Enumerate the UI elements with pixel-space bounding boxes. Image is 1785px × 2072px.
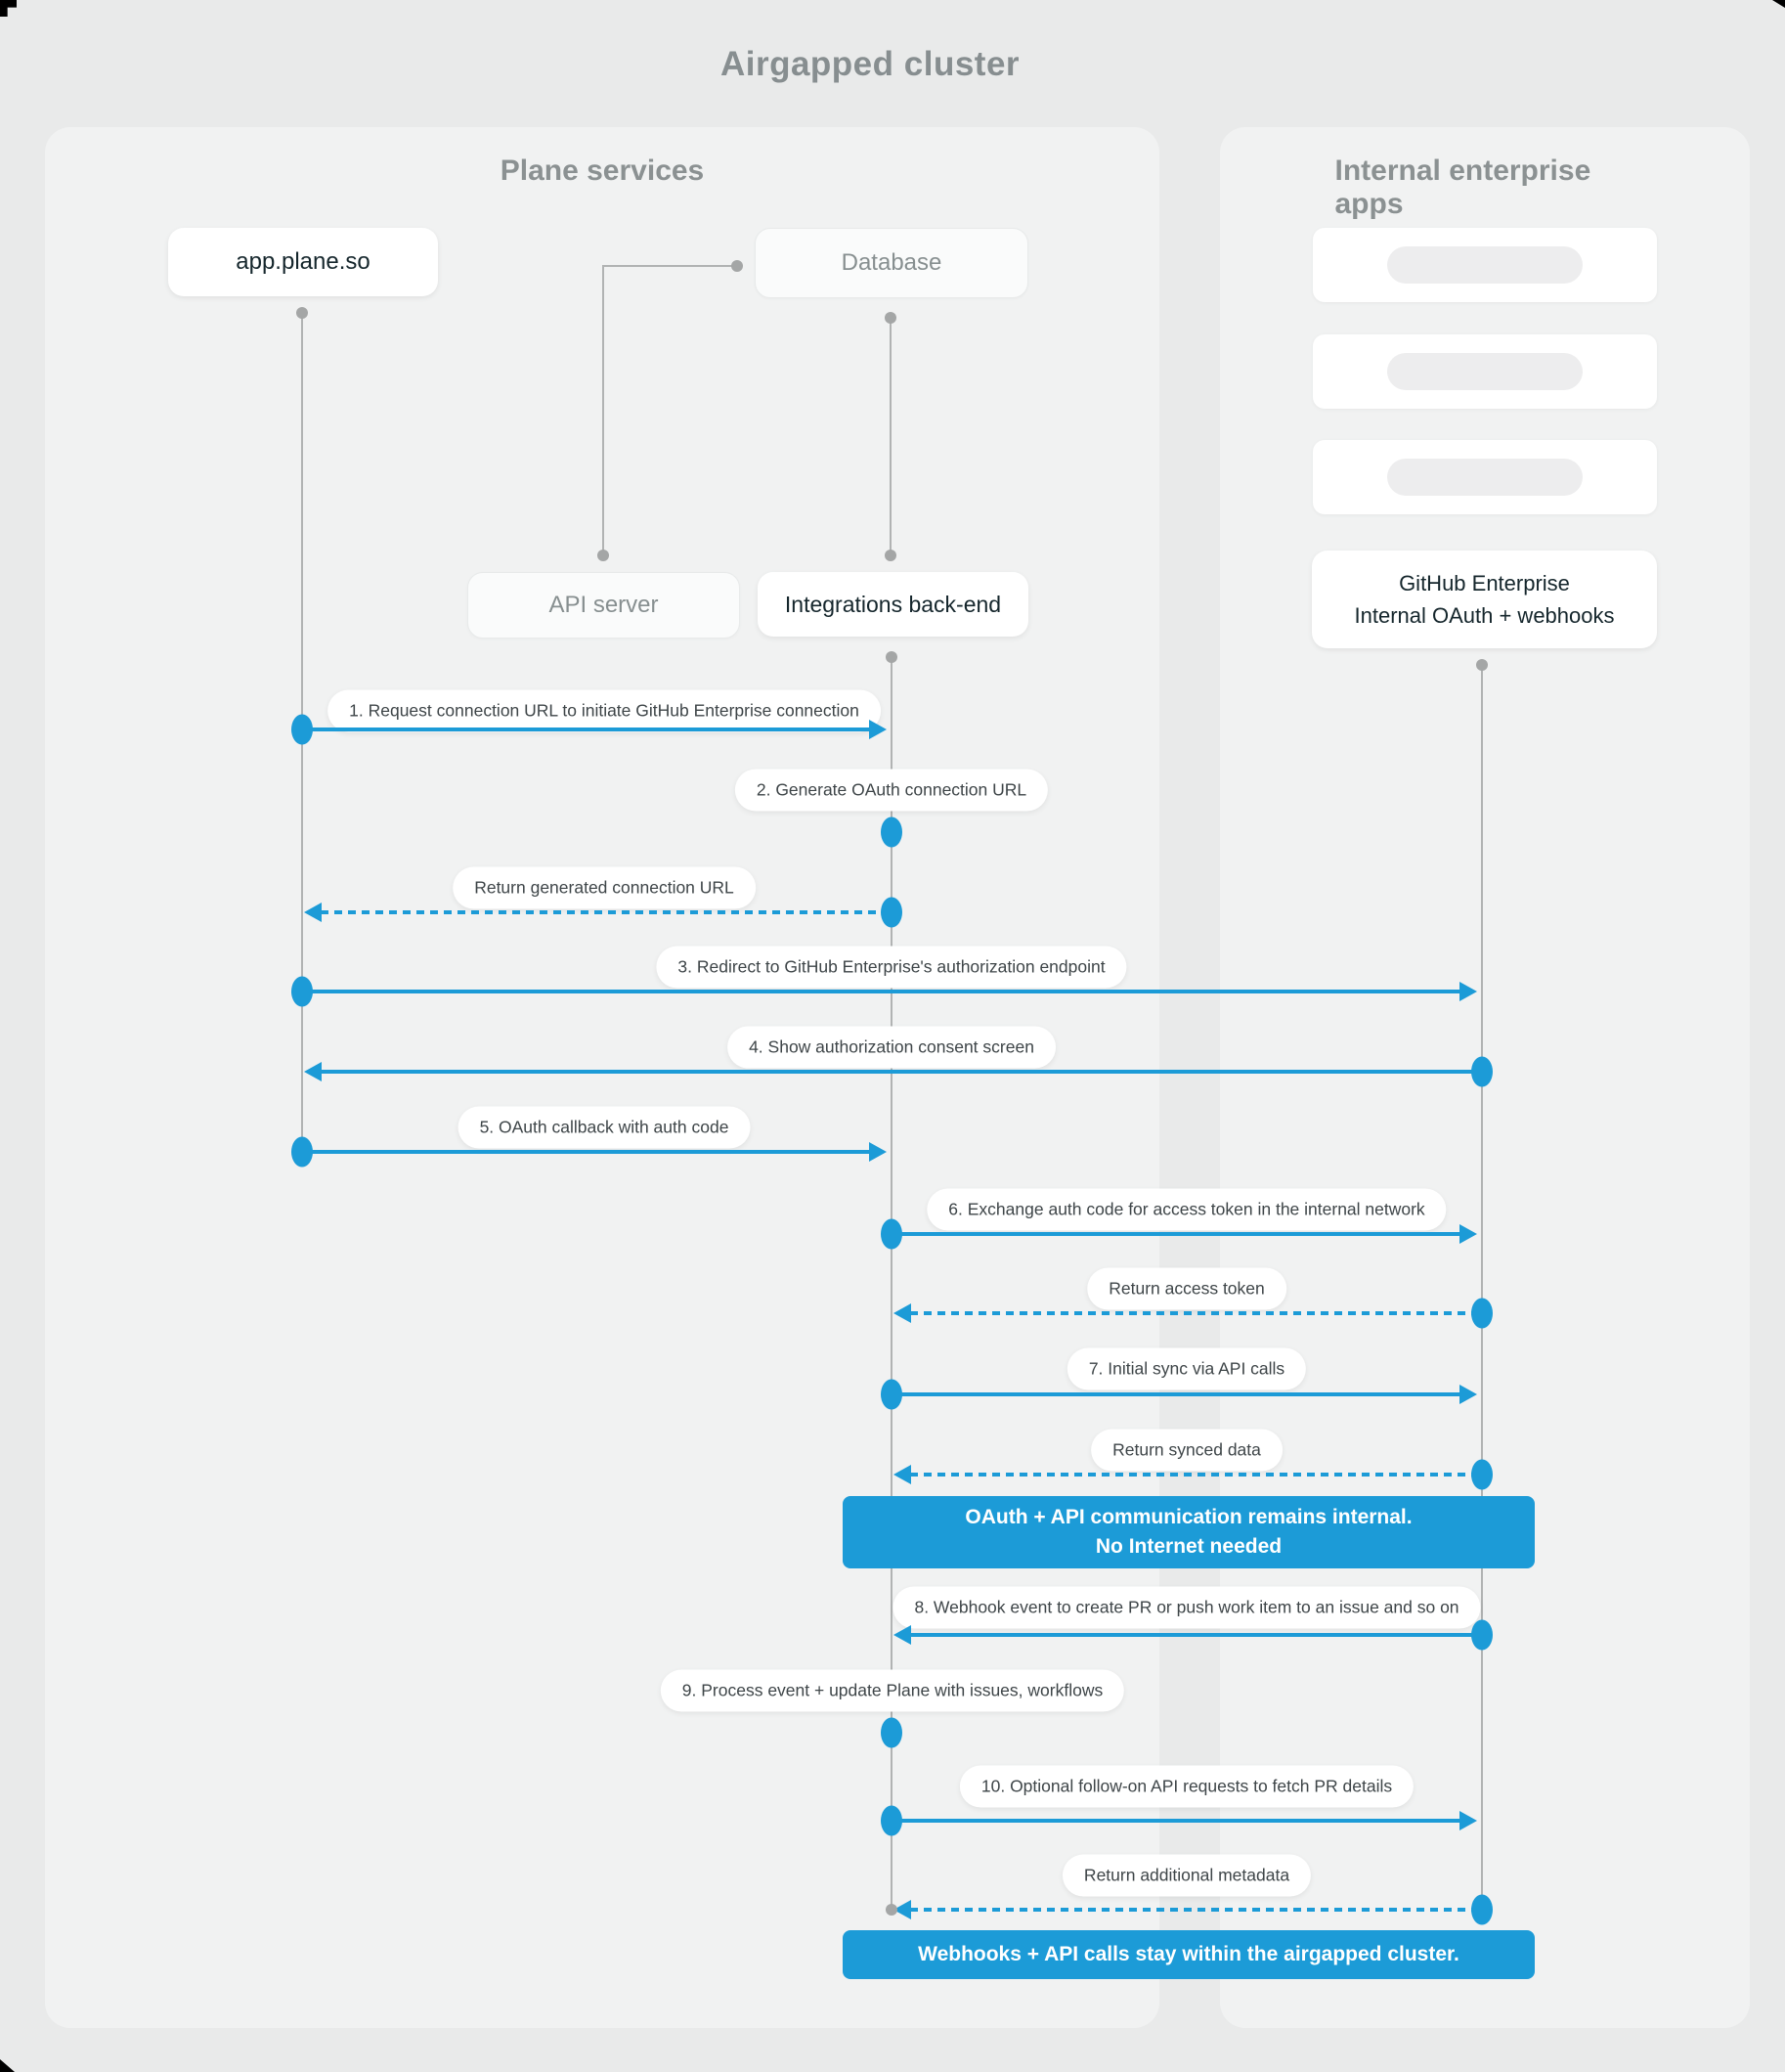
message-label: 4. Show authorization consent screen (727, 1026, 1056, 1069)
activation-dot (1471, 1894, 1493, 1925)
message-arrow-dashed (321, 910, 892, 914)
node-integrations-backend: Integrations back-end (758, 572, 1028, 637)
message-label: 8. Webhook event to create PR or push wo… (892, 1586, 1481, 1629)
activation-dot (881, 1218, 902, 1250)
lifeline-endpoint-dot (1476, 659, 1488, 671)
connector-api-to-database (602, 265, 737, 267)
message-label: Return generated connection URL (453, 866, 756, 909)
message-label: 2. Generate OAuth connection URL (734, 769, 1049, 812)
placeholder-pill (1387, 459, 1583, 496)
activation-dot (291, 1136, 313, 1168)
note-line2: No Internet needed (1095, 1535, 1283, 1558)
activation-dot (881, 1717, 902, 1748)
corner-artifact (0, 0, 17, 17)
activation-dot (1471, 1056, 1493, 1087)
message-label: 3. Redirect to GitHub Enterprise's autho… (656, 946, 1127, 989)
message-arrow-dashed (910, 1311, 1482, 1315)
diagram-title: Airgapped cluster (719, 45, 1021, 83)
message-label: Return additional metadata (1062, 1854, 1312, 1897)
lifeline-endpoint-dot (296, 307, 308, 319)
lifeline-github-enterprise (1481, 663, 1483, 1910)
activation-dot (881, 816, 902, 848)
node-label: API server (548, 592, 659, 618)
placeholder-app-card (1313, 334, 1657, 409)
activation-dot (881, 1805, 902, 1836)
lifeline-endpoint-dot (886, 651, 897, 663)
node-api-server: API server (467, 572, 740, 639)
placeholder-app-card (1313, 228, 1657, 302)
message-arrow (892, 1392, 1460, 1396)
node-database: Database (755, 228, 1028, 298)
activation-dot (291, 714, 313, 745)
message-arrow (910, 1633, 1482, 1637)
lifeline-integrations-backend (891, 655, 892, 1910)
message-arrow (892, 1819, 1460, 1823)
connector-dot (731, 260, 743, 272)
node-label: app.plane.so (236, 248, 370, 275)
message-label: 7. Initial sync via API calls (1067, 1347, 1307, 1390)
placeholder-app-card (1313, 440, 1657, 514)
activation-dot (1471, 1619, 1493, 1651)
message-arrow-dashed (910, 1908, 1482, 1912)
message-arrow (321, 1070, 1482, 1074)
message-arrow (302, 727, 870, 731)
connector-dot (885, 550, 896, 561)
message-arrow (302, 1150, 870, 1154)
message-arrow (302, 990, 1460, 993)
node-app-plane-so: app.plane.so (168, 228, 438, 296)
message-label: 9. Process event + update Plane with iss… (660, 1669, 1125, 1712)
node-label: Database (841, 249, 942, 276)
corner-artifact (0, 2059, 15, 2072)
message-label: Return access token (1087, 1267, 1286, 1310)
message-label: 10. Optional follow-on API requests to f… (959, 1765, 1415, 1808)
connector-dot (597, 550, 609, 561)
message-label: Return synced data (1091, 1429, 1283, 1472)
connector-database-to-integrations (890, 316, 892, 555)
node-label-line2: Internal OAuth + webhooks (1354, 603, 1615, 628)
corner-artifact (1772, 0, 1785, 8)
activation-dot (881, 897, 902, 928)
message-label: 6. Exchange auth code for access token i… (927, 1188, 1447, 1231)
activation-dot (1471, 1298, 1493, 1329)
activation-dot (291, 976, 313, 1007)
note-banner-internal: OAuth + API communication remains intern… (843, 1496, 1535, 1568)
node-github-enterprise: GitHub Enterprise Internal OAuth + webho… (1312, 551, 1657, 648)
activation-dot (1471, 1459, 1493, 1490)
group-title-plane-services: Plane services (500, 154, 705, 187)
placeholder-pill (1387, 353, 1583, 390)
message-label: 1. Request connection URL to initiate Gi… (327, 689, 881, 732)
note-line1: Webhooks + API calls stay within the air… (918, 1942, 1459, 1965)
group-title-internal-enterprise-apps: Internal enterprise apps (1334, 154, 1591, 220)
message-arrow-dashed (910, 1473, 1482, 1477)
connector-dot (885, 312, 896, 324)
activation-dot (881, 1379, 902, 1410)
node-label: Integrations back-end (784, 591, 1002, 617)
message-label: 5. OAuth callback with auth code (457, 1106, 751, 1149)
placeholder-pill (1387, 246, 1583, 284)
lifeline-endpoint-dot (886, 1904, 897, 1916)
node-label-line1: GitHub Enterprise (1399, 571, 1570, 595)
message-arrow (892, 1232, 1460, 1236)
note-line1: OAuth + API communication remains intern… (965, 1505, 1413, 1528)
connector-api-vertical (602, 265, 604, 555)
note-banner-airgapped: Webhooks + API calls stay within the air… (843, 1930, 1535, 1979)
